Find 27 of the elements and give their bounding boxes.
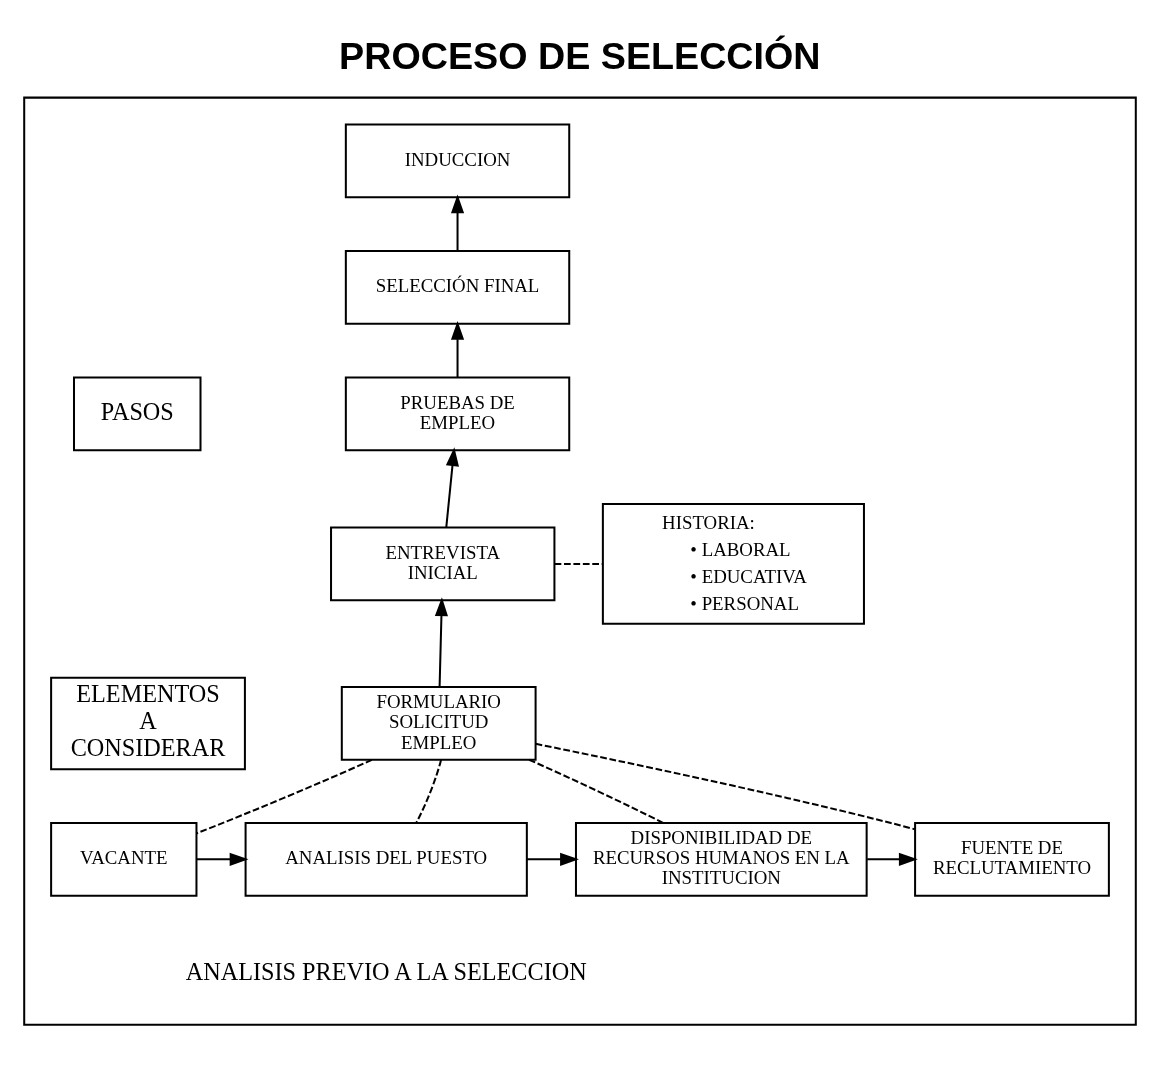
node-box: PRUEBAS DE EMPLEO (344, 376, 571, 451)
connector (535, 742, 916, 830)
node-box: HISTORIA: • LABORAL • EDUCATIVA • PERSONAL (601, 502, 865, 625)
connector (554, 562, 603, 565)
connector (196, 758, 373, 834)
node-box: SELECCIÓN FINAL (344, 249, 571, 325)
node-box: VACANTE (50, 821, 198, 897)
node-box: PASOS (73, 376, 202, 451)
node-box: DISPONIBILIDAD DE RECURSOS HUMANOS EN LA INSTITUCION (574, 821, 868, 897)
arrow (196, 852, 249, 866)
node-box: FUENTE DE RECLUTAMIENTO (914, 821, 1110, 897)
node-box: FORMULARIO SOLICITUD EMPLEO (340, 685, 537, 761)
arrow (450, 320, 465, 377)
node-box: ANALISIS DEL PUESTO (244, 821, 528, 897)
arrow (450, 193, 465, 251)
arrow (434, 596, 448, 687)
cluster (23, 96, 1137, 1026)
connector (415, 759, 443, 823)
node-box: ELEMENTOS A CONSIDERAR (50, 676, 246, 770)
diagram-title: PROCESO DE SELECCIÓN (339, 34, 821, 77)
arrow (526, 852, 579, 866)
node-box: ENTREVISTA INICIAL (330, 526, 556, 601)
arrow (867, 852, 918, 866)
connector (528, 758, 664, 824)
arrow (445, 446, 459, 527)
node-box: INDUCCION (344, 123, 571, 198)
label: ANALISIS PREVIO A LA SELECCION (185, 957, 587, 985)
